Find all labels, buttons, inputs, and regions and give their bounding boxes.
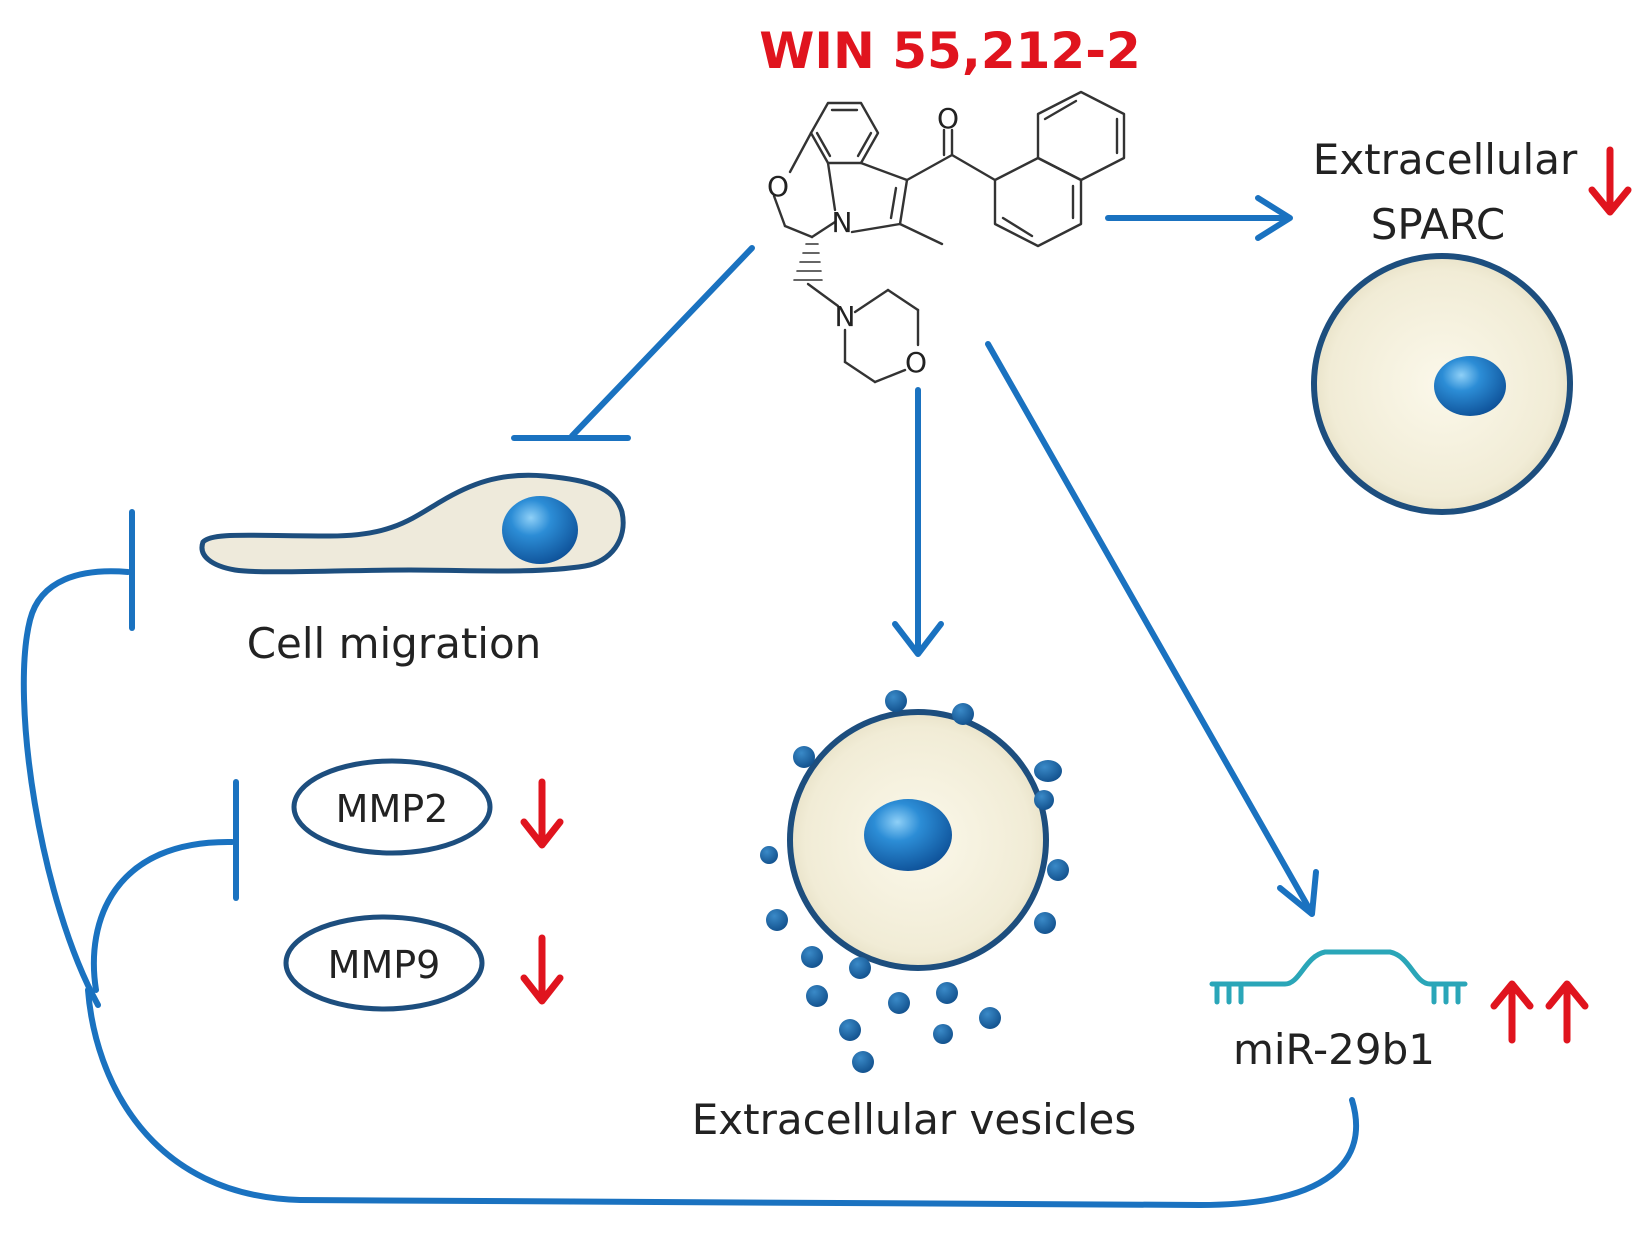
vesicle-cell-nucleus: [864, 799, 952, 871]
sparc-cell: [1311, 253, 1573, 515]
mmp9-label: MMP9: [328, 943, 441, 987]
mmp9-node: MMP9: [283, 914, 485, 1012]
vesicle-cell: [787, 709, 1049, 971]
mir-label: miR-29b1: [1233, 1025, 1435, 1074]
migrating-cell: [199, 472, 626, 575]
sparc-down-arrow-icon: [1588, 146, 1632, 216]
sparc-label-line1: Extracellular: [1313, 135, 1578, 184]
sparc-label-line2: SPARC: [1371, 200, 1505, 249]
mmp2-node: MMP2: [291, 758, 493, 856]
migrating-cell-nucleus: [502, 496, 578, 564]
atom-nitrogen-morpholine: N: [835, 300, 856, 333]
atom-nitrogen-indole: N: [832, 206, 853, 239]
cell-migration-label: Cell migration: [247, 619, 542, 668]
arrow-to-vesicles: [892, 387, 944, 657]
diagram-title: WIN 55,212-2: [759, 22, 1141, 80]
atom-oxygen-ring: O: [767, 170, 789, 203]
vesicles-label: Extracellular vesicles: [692, 1095, 1137, 1144]
mmp9-down-arrow-icon: [520, 934, 564, 1005]
extracellular-vesicle-dots: [760, 690, 1069, 1073]
mmp2-down-arrow-icon: [520, 778, 564, 849]
sparc-cell-nucleus: [1434, 356, 1506, 416]
feedback-inhibition-curves: [20, 509, 1359, 1209]
atom-oxygen-morpholine: O: [905, 346, 927, 379]
chemical-structure: [772, 90, 1126, 384]
atom-oxygen-ketone: O: [937, 102, 959, 135]
arrow-to-sparc: [1105, 195, 1293, 241]
mir-rna-icon: [1209, 949, 1468, 1005]
inhibit-cell-migration: [511, 245, 755, 441]
mmp2-label: MMP2: [336, 787, 449, 831]
mir-up-arrows-icon: [1490, 980, 1589, 1044]
arrow-to-mir: [985, 341, 1319, 917]
